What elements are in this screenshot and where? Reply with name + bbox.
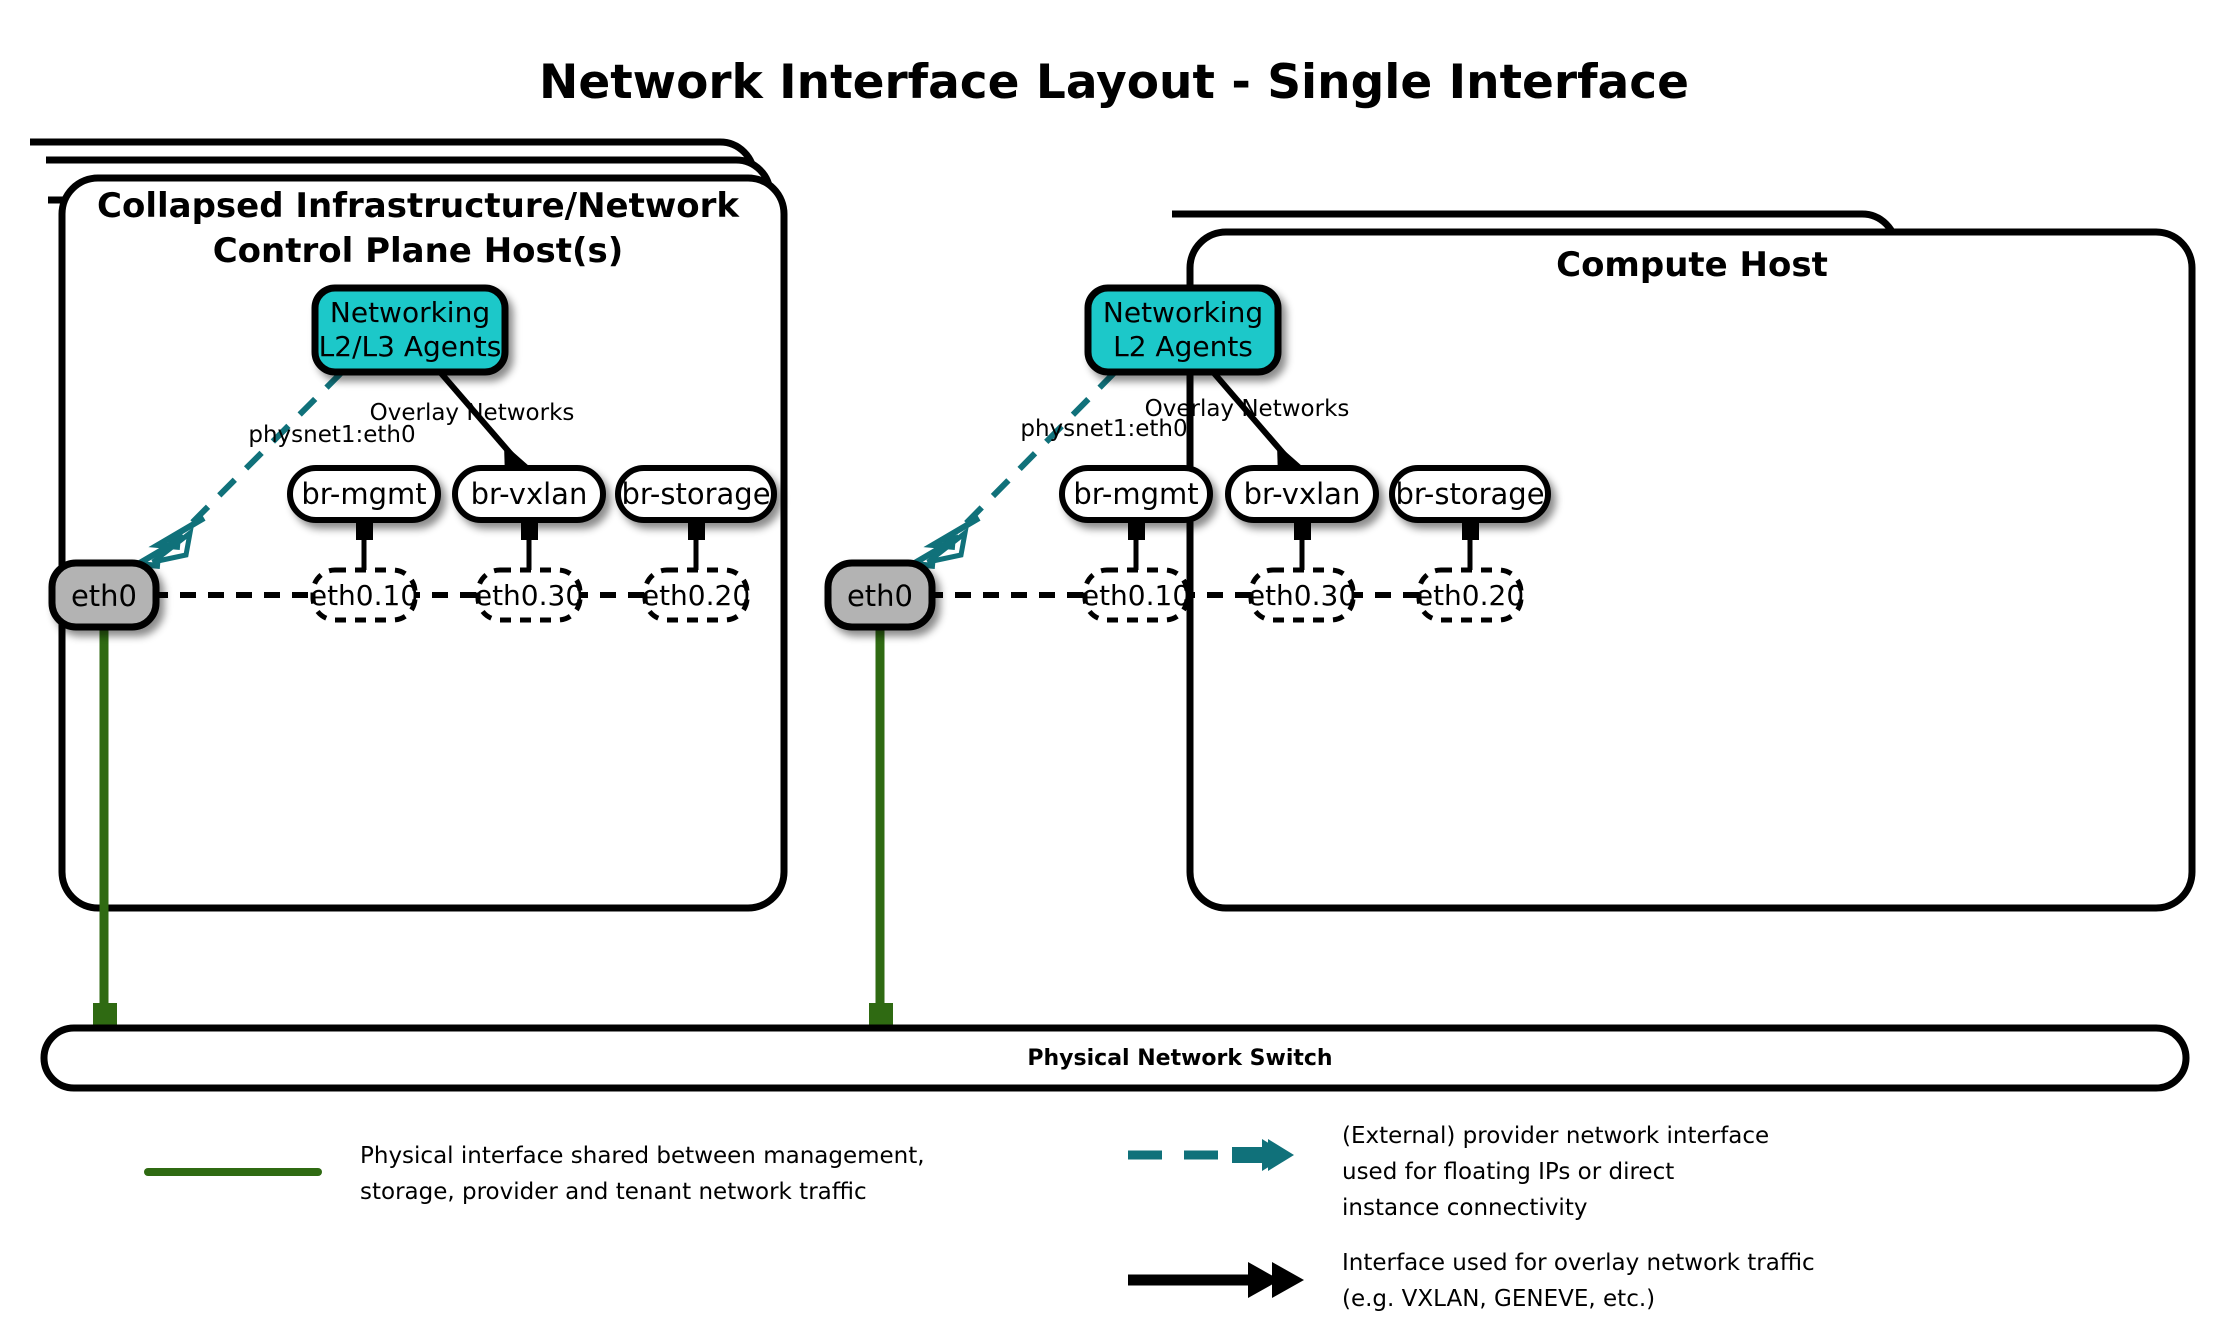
bridge-port-block (1462, 518, 1479, 540)
provider-edge-line (152, 369, 345, 563)
bridge-label: br-storage (621, 477, 770, 511)
legend-line: Physical interface shared between manage… (360, 1143, 925, 1169)
host-title-line2: Control Plane Host(s) (213, 231, 624, 271)
switch-label: Physical Network Switch (1027, 1046, 1332, 1071)
agent-node-box (1084, 284, 1282, 376)
agent-label-line1: Networking (1103, 296, 1263, 329)
page-title: Network Interface Layout - Single Interf… (539, 55, 1689, 110)
vlan-label: eth0.10 (1082, 579, 1190, 612)
bridge-port-block (1128, 518, 1145, 540)
bridge-label: br-storage (1395, 477, 1544, 511)
legend-item-physical-interface: Physical interface shared between manage… (144, 1143, 925, 1205)
legend-swatch-teal-arrowhead-2 (1268, 1139, 1294, 1171)
host-card-front (1186, 228, 2196, 912)
bridge-label: br-mgmt (1073, 477, 1198, 511)
agent-label-line2: L2/L3 Agents (319, 330, 502, 363)
agent-node-control-plane[interactable] (311, 284, 509, 376)
vlan-box (1416, 567, 1524, 623)
vlan-box (1248, 567, 1356, 623)
agent-label-line2: L2 Agents (1113, 330, 1253, 363)
bridge-group-br-vxlan-compute[interactable]: br-vxlan eth0.30 (1225, 465, 1379, 623)
agent-node-compute[interactable] (1084, 284, 1282, 376)
vlan-label: eth0.30 (1248, 579, 1356, 612)
legend-swatch-black-arrowhead-1 (1248, 1262, 1280, 1298)
vlan-box (475, 567, 583, 623)
legend-item-overlay-interface: Interface used for overlay network traff… (1128, 1250, 1815, 1312)
overlay-edge-line (1210, 370, 1292, 462)
provider-edge-line (927, 369, 1118, 563)
eth0-node-compute[interactable] (824, 559, 936, 631)
agent-label-line1: Networking (330, 296, 490, 329)
vlan-label: eth0.10 (310, 579, 418, 612)
bridge-port-block (1294, 518, 1311, 540)
bridge-port-block (356, 518, 373, 540)
legend-item-provider-interface: (External) provider network interface us… (1128, 1123, 1769, 1221)
bridge-label: br-vxlan (1244, 477, 1361, 511)
vlan-label: eth0.20 (642, 579, 750, 612)
legend-line: (External) provider network interface (1342, 1123, 1769, 1149)
bridge-port-block (688, 518, 705, 540)
legend-line: (e.g. VXLAN, GENEVE, etc.) (1342, 1286, 1655, 1312)
legend-line: instance connectivity (1342, 1195, 1587, 1221)
eth0-node-box (48, 559, 160, 631)
bridge-group-br-storage-control-plane[interactable]: br-storage eth0.20 (615, 465, 777, 623)
legend-line: storage, provider and tenant network tra… (360, 1179, 867, 1205)
vlan-label: eth0.20 (1416, 579, 1524, 612)
legend-line: Interface used for overlay network traff… (1342, 1250, 1815, 1276)
vlan-label: eth0.30 (475, 579, 583, 612)
bridge-port-block (521, 518, 538, 540)
overlay-edge-label: Overlay Networks (370, 400, 575, 426)
bridge-label: br-mgmt (301, 477, 426, 511)
vlan-box (310, 567, 418, 623)
bridge-group-br-mgmt-compute[interactable]: br-mgmt eth0.10 (1059, 465, 1213, 623)
vlan-box (642, 567, 750, 623)
bridge-group-br-storage-compute[interactable]: br-storage eth0.20 (1389, 465, 1551, 623)
legend-line: used for floating IPs or direct (1342, 1159, 1674, 1185)
legend: Physical interface shared between manage… (144, 1123, 1815, 1312)
provider-edge-arrowhead-b (151, 526, 194, 565)
agent-node-box (311, 284, 509, 376)
eth0-node-label: eth0 (847, 579, 913, 613)
overlay-edge-line (437, 370, 519, 462)
bridge-group-br-vxlan-control-plane[interactable]: br-vxlan eth0.30 (452, 465, 606, 623)
switch-bar (40, 1024, 2190, 1092)
provider-edge-label: physnet1:eth0 (1020, 416, 1187, 442)
legend-swatch-black-arrowhead-2 (1272, 1262, 1304, 1298)
eth0-node-control-plane[interactable] (48, 559, 160, 631)
eth0-node-box (824, 559, 936, 631)
vlan-box (1082, 567, 1190, 623)
provider-edge-arrowhead-b (926, 526, 969, 565)
host-card-compute-host[interactable]: Compute Host physnet1:eth0 Overlay Netwo… (155, 210, 2196, 1033)
provider-edge-compute (903, 369, 1118, 569)
bridge-group-br-mgmt-control-plane[interactable]: br-mgmt eth0.10 (287, 465, 441, 623)
overlay-edge-label: Overlay Networks (1145, 396, 1350, 422)
host-title-line1: Collapsed Infrastructure/Network (97, 186, 740, 226)
physical-network-switch[interactable]: Physical Network Switch (40, 1024, 2190, 1092)
host-title-line1: Compute Host (1556, 245, 1828, 285)
bridge-label: br-vxlan (471, 477, 588, 511)
provider-edge-label: physnet1:eth0 (248, 422, 415, 448)
host-card-front (58, 174, 788, 912)
eth0-node-label: eth0 (71, 579, 137, 613)
host-card-control-plane-host[interactable]: Collapsed Infrastructure/Network Control… (30, 138, 788, 1033)
